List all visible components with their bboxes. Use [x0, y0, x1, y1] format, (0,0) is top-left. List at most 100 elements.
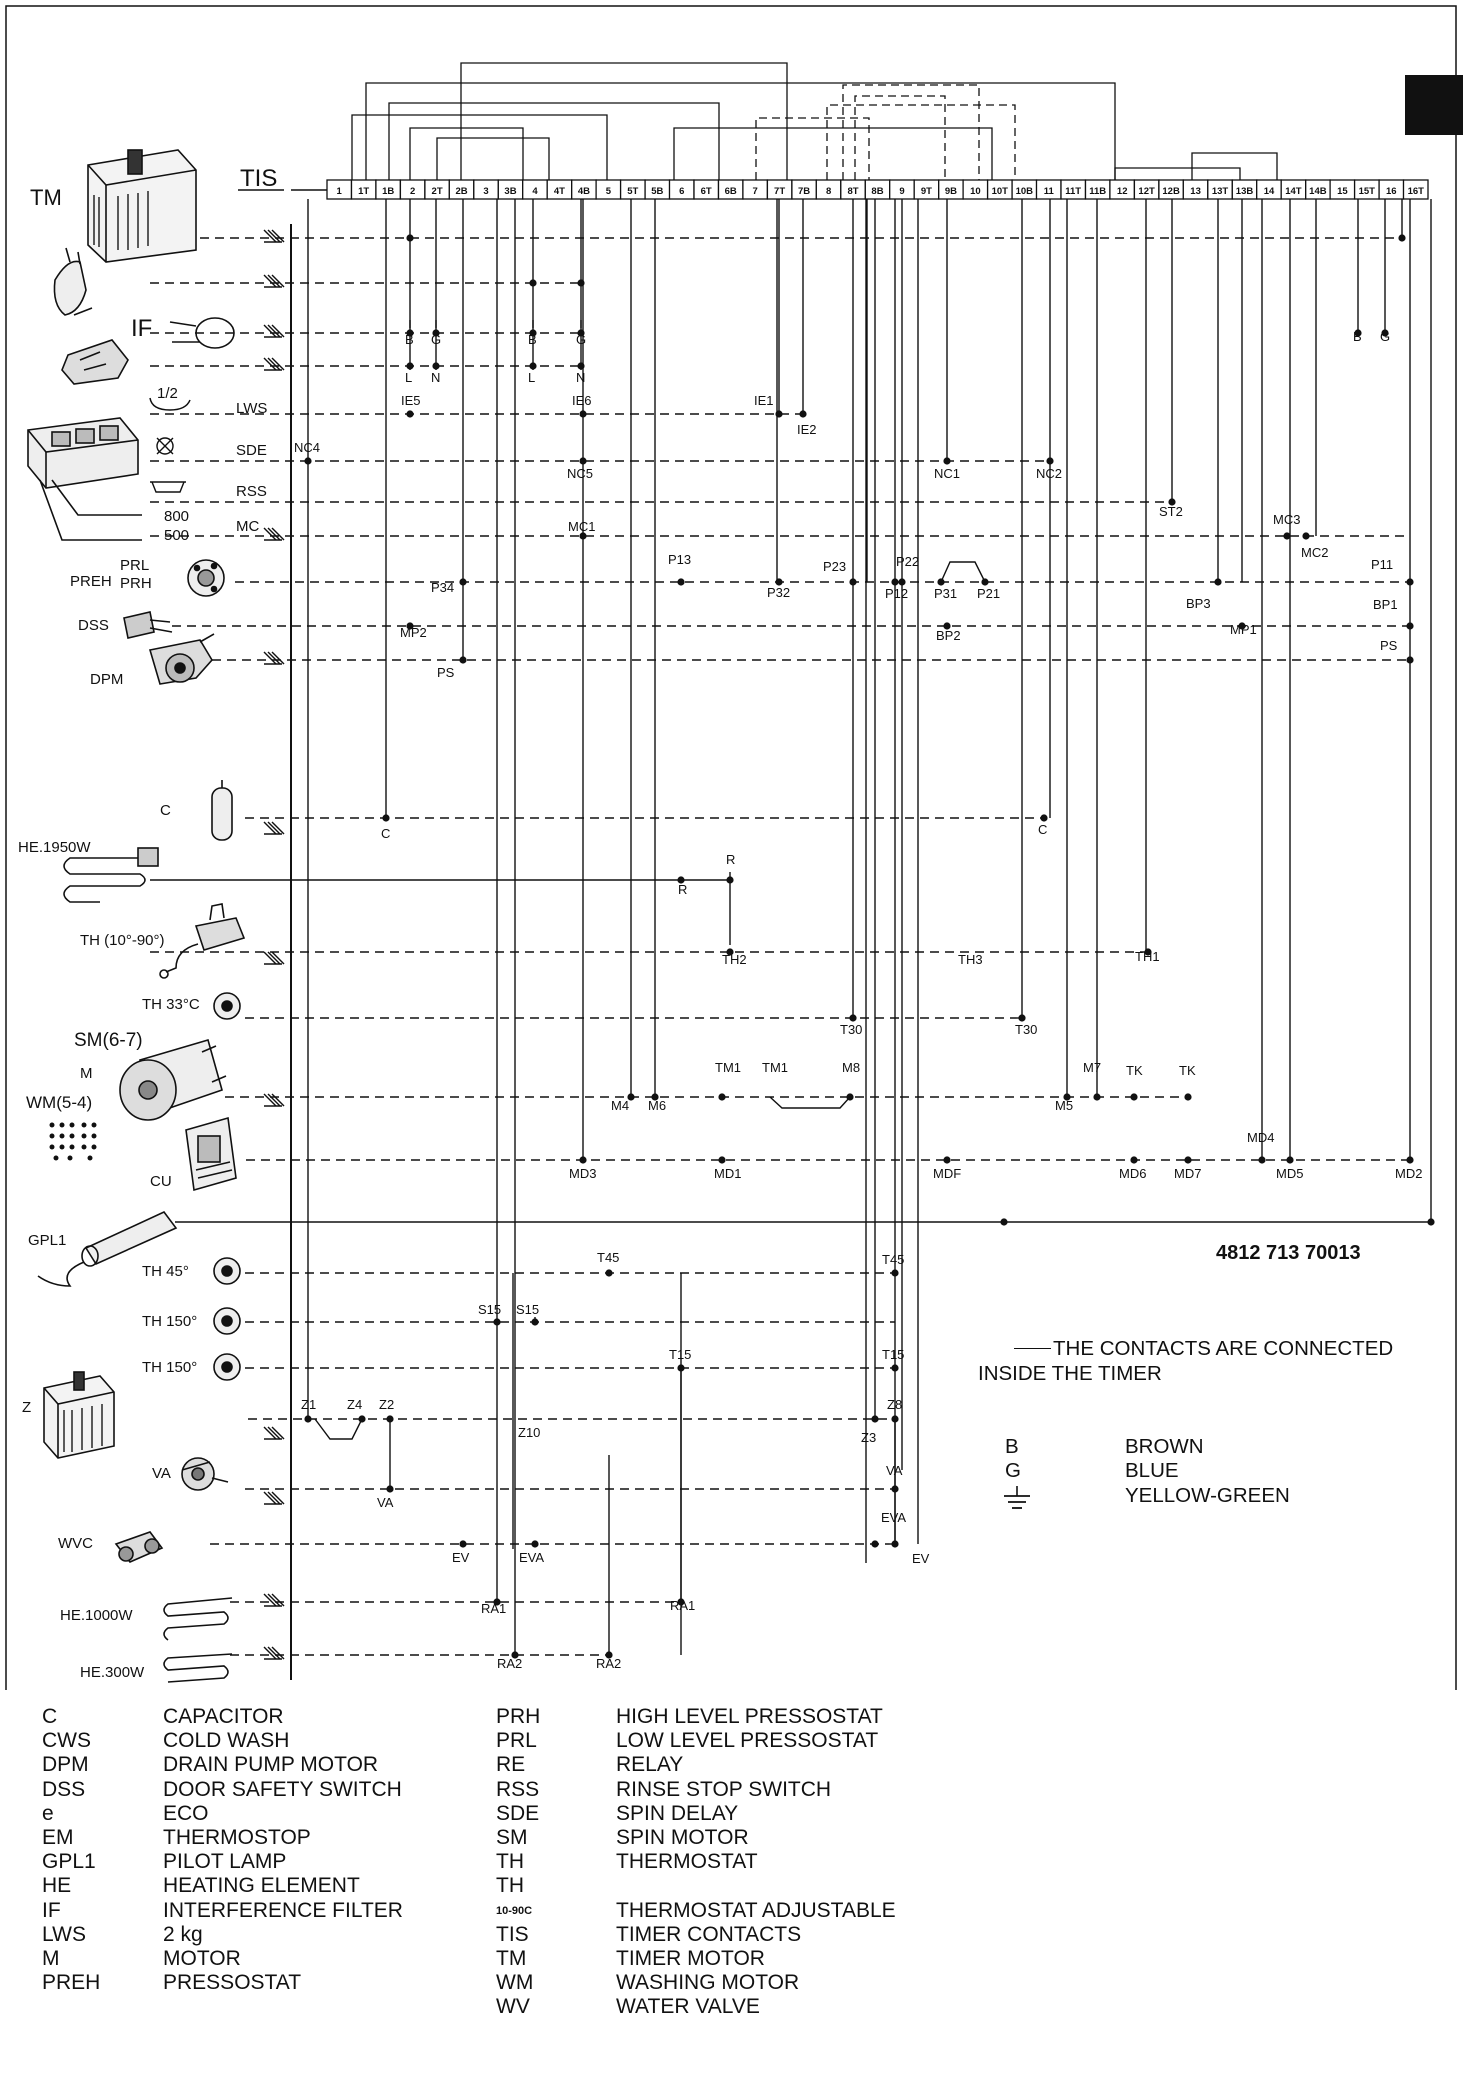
node-label-r1: R	[678, 882, 687, 897]
node-label-g2: G	[576, 332, 586, 347]
legend-desc: WATER VALVE	[616, 1995, 760, 2019]
terminal-5: 5	[595, 179, 622, 200]
terminal-14T: 14T	[1280, 179, 1307, 200]
node-label-n2: N	[576, 370, 585, 385]
node-label-nc1: NC1	[934, 466, 960, 481]
control-unit-icon	[185, 1116, 237, 1192]
legend-code: DSS	[42, 1777, 86, 1801]
node-label-z2: Z2	[379, 1397, 394, 1412]
prl-label: PRL	[120, 557, 149, 574]
node-label-ps1: PS	[437, 665, 455, 680]
legend-code: HE	[42, 1874, 72, 1898]
svg-text:8B: 8B	[871, 186, 883, 197]
terminal-15: 15	[1329, 179, 1356, 200]
svg-text:6T: 6T	[701, 186, 712, 197]
legend-code: GPL1	[42, 1850, 96, 1874]
tm-label: TM	[30, 185, 62, 210]
terminal-2: 2	[399, 179, 426, 200]
node-label-ra1a: RA1	[481, 1601, 506, 1616]
motor-icon	[119, 1039, 227, 1121]
node-label-m8: M8	[842, 1060, 860, 1075]
svg-text:3: 3	[483, 186, 488, 197]
node-label-tm1a: TM1	[715, 1060, 741, 1075]
legend-desc: DRAIN PUMP MOTOR	[163, 1753, 379, 1777]
node-label-ev2: EV	[912, 1551, 930, 1566]
legend-code: EM	[42, 1825, 74, 1849]
svg-text:5B: 5B	[651, 186, 663, 197]
th33-label: TH 33°C	[142, 996, 200, 1013]
dpm-label: DPM	[90, 671, 123, 688]
svg-text:4T: 4T	[554, 186, 565, 197]
node-label-p32: P32	[767, 585, 790, 600]
terminal-12: 12	[1109, 179, 1136, 200]
contacts-note-line-sample	[1014, 1348, 1051, 1349]
node-label-ie2: IE2	[797, 422, 817, 437]
svg-text:12B: 12B	[1162, 186, 1180, 197]
svg-text:13: 13	[1190, 186, 1201, 197]
terminal-11T: 11T	[1060, 179, 1087, 200]
terminal-9B: 9B	[938, 179, 964, 200]
legend-code: C	[42, 1705, 58, 1728]
terminal-8B: 8B	[864, 179, 891, 200]
part-number: 4812 713 70013	[1216, 1242, 1361, 1264]
node-label-nc4: NC4	[294, 440, 320, 455]
timer-internal-links	[351, 62, 1278, 180]
node-label-th2: TH2	[722, 952, 747, 967]
node-label-th1: TH1	[1135, 949, 1160, 964]
half-label: 1/2	[157, 385, 178, 402]
terminal-5B: 5B	[644, 179, 671, 200]
node-label-bp3: BP3	[1186, 596, 1211, 611]
legend-code: CWS	[42, 1729, 91, 1753]
svg-text:7T: 7T	[774, 186, 785, 197]
terminal-12T: 12T	[1133, 179, 1160, 200]
terminal-9T: 9T	[913, 179, 940, 200]
node-label-c2: C	[1038, 822, 1047, 837]
terminal-10T: 10T	[986, 179, 1013, 200]
wvc-label: WVC	[58, 1535, 93, 1552]
node-label-p11: P11	[1371, 557, 1393, 572]
node-label-g3: G	[1380, 329, 1390, 344]
switch-bank-icon	[27, 417, 142, 541]
svg-text:11: 11	[1044, 186, 1055, 197]
legend-desc: THERMOSTAT ADJUSTABLE	[616, 1898, 896, 1922]
node-label-md1: MD1	[714, 1166, 741, 1181]
node-label-c1: C	[381, 826, 390, 841]
node-label-n1: N	[431, 370, 440, 385]
node-label-md2: MD2	[1395, 1166, 1422, 1181]
terminal-6B: 6B	[717, 179, 744, 200]
color-name-blue: BLUE	[1125, 1459, 1179, 1482]
svg-text:1T: 1T	[358, 186, 369, 197]
node-label-s15b: S15	[516, 1302, 539, 1317]
legend-row: TH	[496, 1874, 996, 1898]
node-label-t45a: T45	[597, 1250, 619, 1265]
legend-desc: TIMER MOTOR	[616, 1946, 765, 1970]
node-label-t30a: T30	[840, 1022, 862, 1037]
node-label-b1: B	[405, 332, 414, 347]
legend-code: TH	[496, 1850, 524, 1874]
svg-text:12: 12	[1117, 186, 1128, 197]
node-label-mc1: MC1	[568, 519, 595, 534]
ground-hatch	[263, 1491, 285, 1505]
terminal-3: 3	[473, 179, 499, 200]
legend-code: e	[42, 1801, 54, 1825]
junction-dots	[304, 234, 1435, 1659]
node-label-nc5: NC5	[567, 466, 593, 481]
node-label-z10: Z10	[518, 1425, 540, 1440]
node-label-p12: P12	[885, 586, 908, 601]
spin-delay-icon	[156, 437, 174, 455]
node-label-ps2: PS	[1380, 638, 1398, 653]
node-label-t45b: T45	[882, 1252, 904, 1267]
legend-desc: WASHING MOTOR	[616, 1971, 800, 1995]
svg-text:13B: 13B	[1236, 186, 1254, 197]
svg-text:2T: 2T	[432, 186, 443, 197]
th1090-label: TH (10°-90°)	[80, 932, 165, 949]
